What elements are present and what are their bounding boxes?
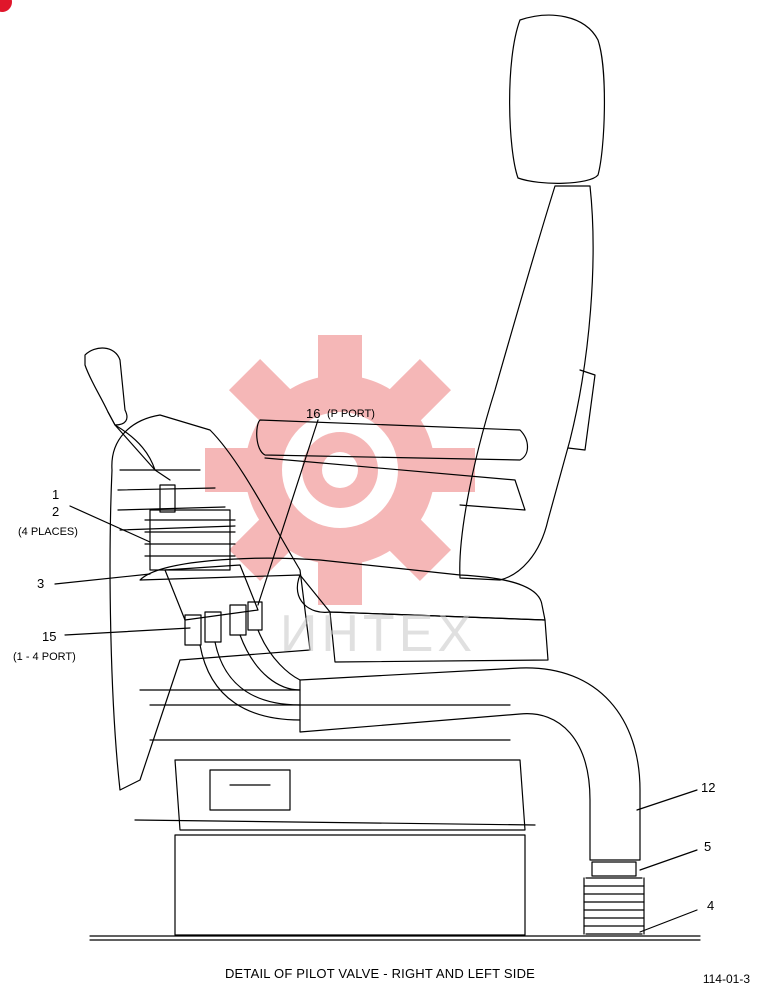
callout-16: 16 <box>306 406 321 421</box>
corner-mark <box>0 0 12 12</box>
callout-12: 12 <box>701 780 716 795</box>
hose-conduit <box>299 667 641 861</box>
console-housing <box>109 414 311 791</box>
pilot-valve-body <box>149 509 231 571</box>
callout-3: 3 <box>37 576 45 591</box>
armrest <box>256 419 529 461</box>
callout-15-note: (1 - 4 PORT) <box>13 651 76 663</box>
headrest <box>509 14 605 184</box>
boot-bellows <box>583 877 645 935</box>
seat-base <box>174 759 526 831</box>
backrest <box>459 185 594 581</box>
joystick-grip <box>84 347 128 426</box>
seat-cushion <box>139 557 546 621</box>
hoses <box>199 629 301 721</box>
callout-1: 1 <box>52 487 60 502</box>
drawing-number: 114-01-3 <box>702 972 750 986</box>
callout-2-note: (4 PLACES) <box>18 526 78 538</box>
callout-5: 5 <box>704 839 712 854</box>
watermark-text: ИНТЕХ <box>280 605 477 663</box>
callout-2: 2 <box>52 504 60 519</box>
callout-16-note: (P PORT) <box>327 408 375 420</box>
floor-line <box>89 935 701 941</box>
callout-15: 15 <box>42 629 57 644</box>
diagram-caption: DETAIL OF PILOT VALVE - RIGHT AND LEFT S… <box>224 966 536 981</box>
callout-4: 4 <box>707 898 715 913</box>
